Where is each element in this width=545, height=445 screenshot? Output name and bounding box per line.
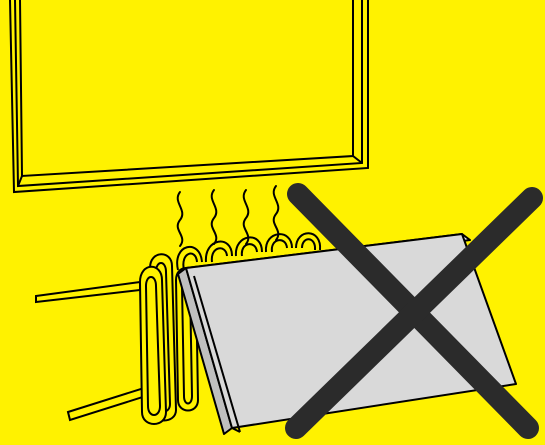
prohibition-illustration xyxy=(0,0,545,445)
